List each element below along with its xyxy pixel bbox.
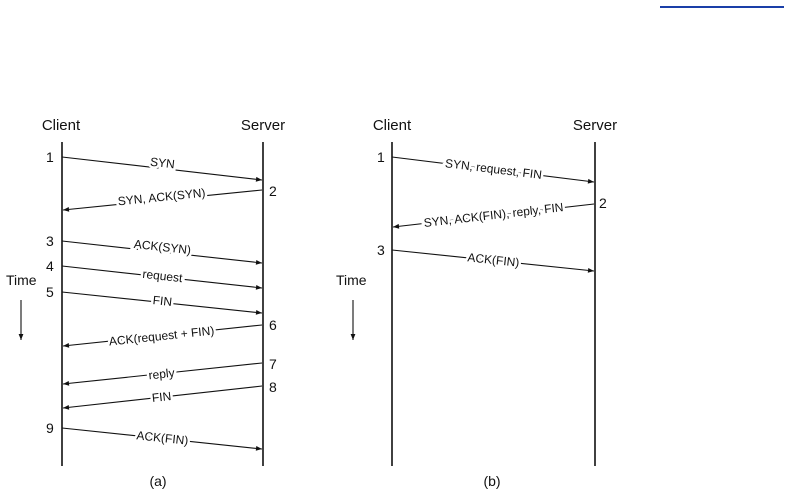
panel-b: Client Server 1 2 3 Time SYN, request, F… bbox=[336, 117, 617, 489]
panel-a-msg-ack-request-fin: ACK(request + FIN) bbox=[108, 324, 215, 349]
panel-a: Client Server 1 2 3 4 5 6 7 8 9 Time SYN… bbox=[6, 117, 285, 489]
panel-a-step-9: 9 bbox=[46, 420, 54, 436]
panel-b-server-label: Server bbox=[573, 117, 617, 134]
panel-a-msg-fin: FIN bbox=[152, 293, 173, 309]
panel-a-msg-syn-ack: SYN, ACK(SYN) bbox=[117, 186, 206, 209]
panel-a-msg-ack-syn: ACK(SYN) bbox=[133, 237, 192, 257]
panel-b-step-3: 3 bbox=[377, 242, 385, 258]
panel-a-step-7: 7 bbox=[269, 356, 277, 372]
panel-a-msg-server-fin: FIN bbox=[151, 389, 172, 405]
panel-a-client-label: Client bbox=[42, 117, 81, 134]
panel-b-msg-ack-fin: ACK(FIN) bbox=[467, 250, 520, 269]
panel-a-msg-syn: SYN bbox=[149, 155, 175, 172]
panel-a-step-3: 3 bbox=[46, 233, 54, 249]
panel-a-step-1: 1 bbox=[46, 149, 54, 165]
panel-b-caption: (b) bbox=[483, 473, 500, 489]
panel-b-time-label: Time bbox=[336, 272, 367, 288]
panel-b-client-label: Client bbox=[373, 117, 412, 134]
panel-a-time-label: Time bbox=[6, 272, 37, 288]
panel-a-caption: (a) bbox=[149, 473, 166, 489]
panel-b-msg-syn-ack-reply-fin: SYN, ACK(FIN), reply, FIN bbox=[423, 200, 564, 230]
panel-a-msg-request: request bbox=[142, 267, 184, 285]
panel-a-step-8: 8 bbox=[269, 379, 277, 395]
panel-a-step-4: 4 bbox=[46, 258, 54, 274]
panel-a-server-label: Server bbox=[241, 117, 285, 134]
panel-a-step-6: 6 bbox=[269, 317, 277, 333]
panel-a-step-2: 2 bbox=[269, 183, 277, 199]
panel-b-msg-syn-request-fin: SYN, request, FIN bbox=[444, 156, 542, 182]
panel-a-msg-reply: reply bbox=[148, 366, 175, 383]
panel-a-step-5: 5 bbox=[46, 284, 54, 300]
panel-b-step-2: 2 bbox=[599, 195, 607, 211]
panel-a-msg-ack-fin: ACK(FIN) bbox=[136, 428, 189, 447]
panel-b-step-1: 1 bbox=[377, 149, 385, 165]
